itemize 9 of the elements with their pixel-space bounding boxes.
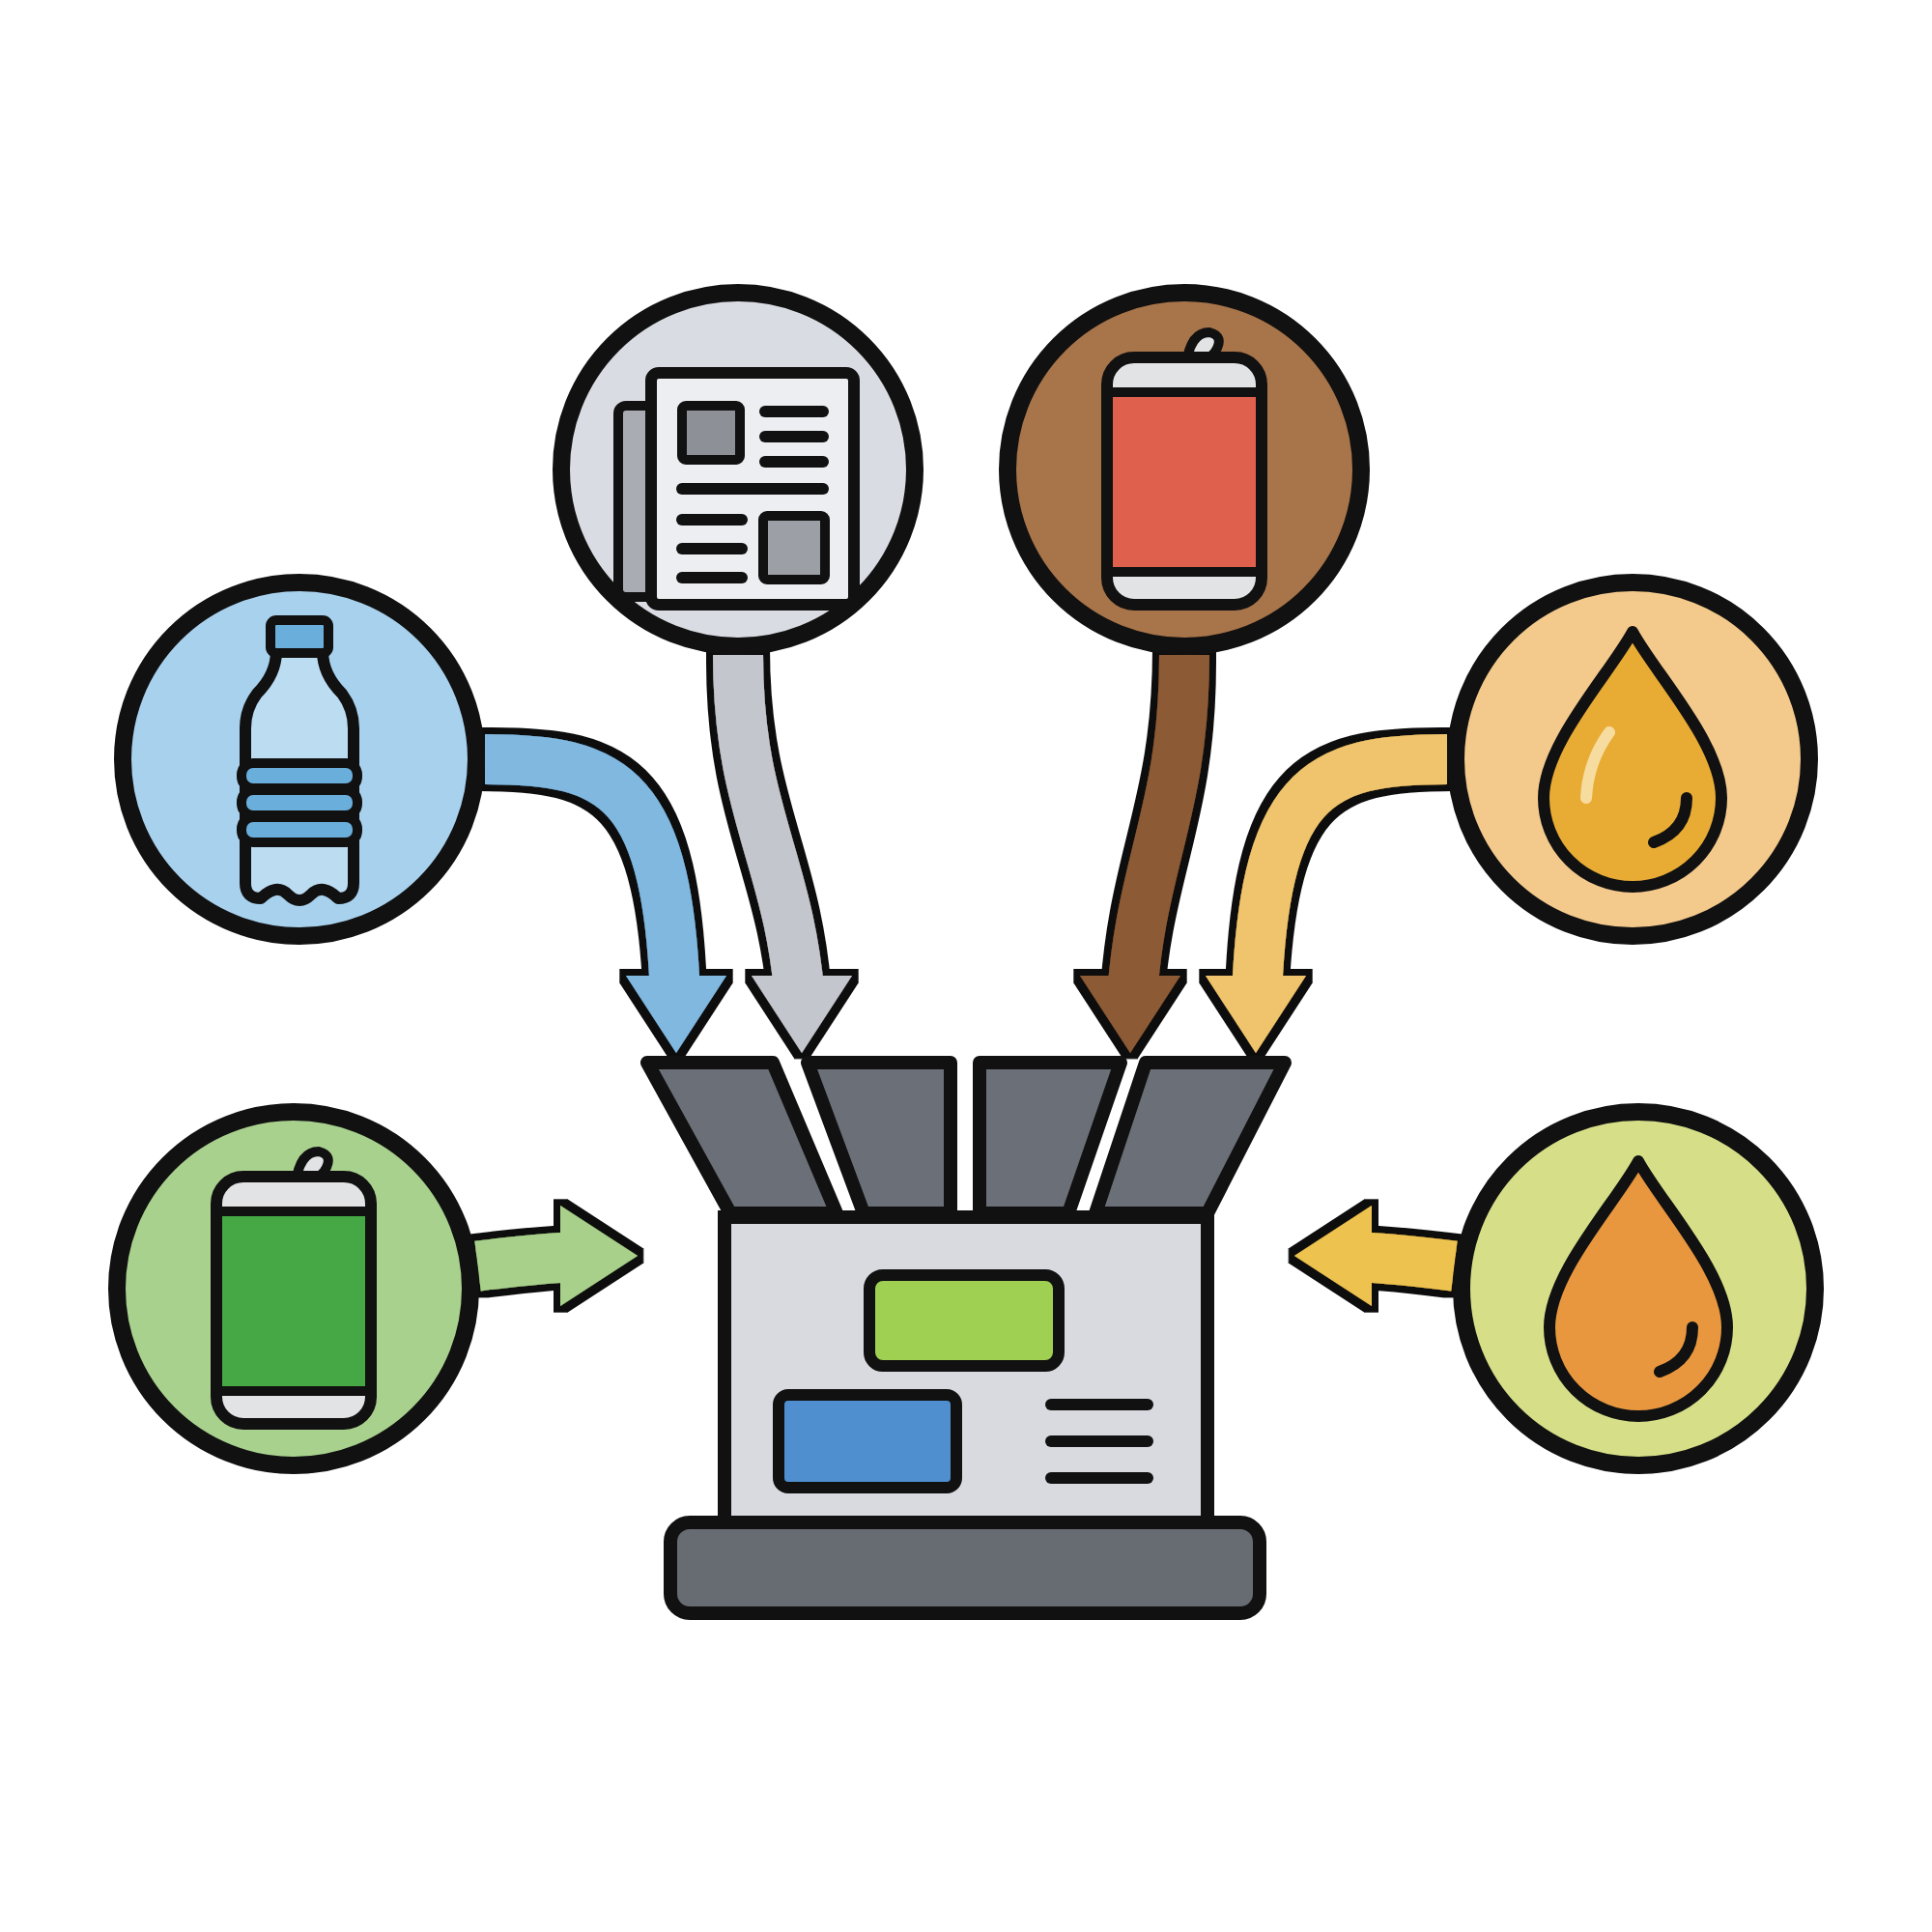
newspaper-icon bbox=[553, 284, 923, 655]
oil-drop-icon bbox=[1447, 574, 1818, 945]
plastic-bottle-icon bbox=[114, 574, 485, 945]
machine-illustration bbox=[638, 1053, 1294, 1623]
liquid-drop-icon bbox=[1453, 1103, 1824, 1474]
soda-can-icon bbox=[108, 1103, 479, 1474]
soda-can-icon bbox=[999, 284, 1370, 655]
arrow bbox=[474, 1206, 638, 1307]
arrow bbox=[1294, 1206, 1458, 1307]
